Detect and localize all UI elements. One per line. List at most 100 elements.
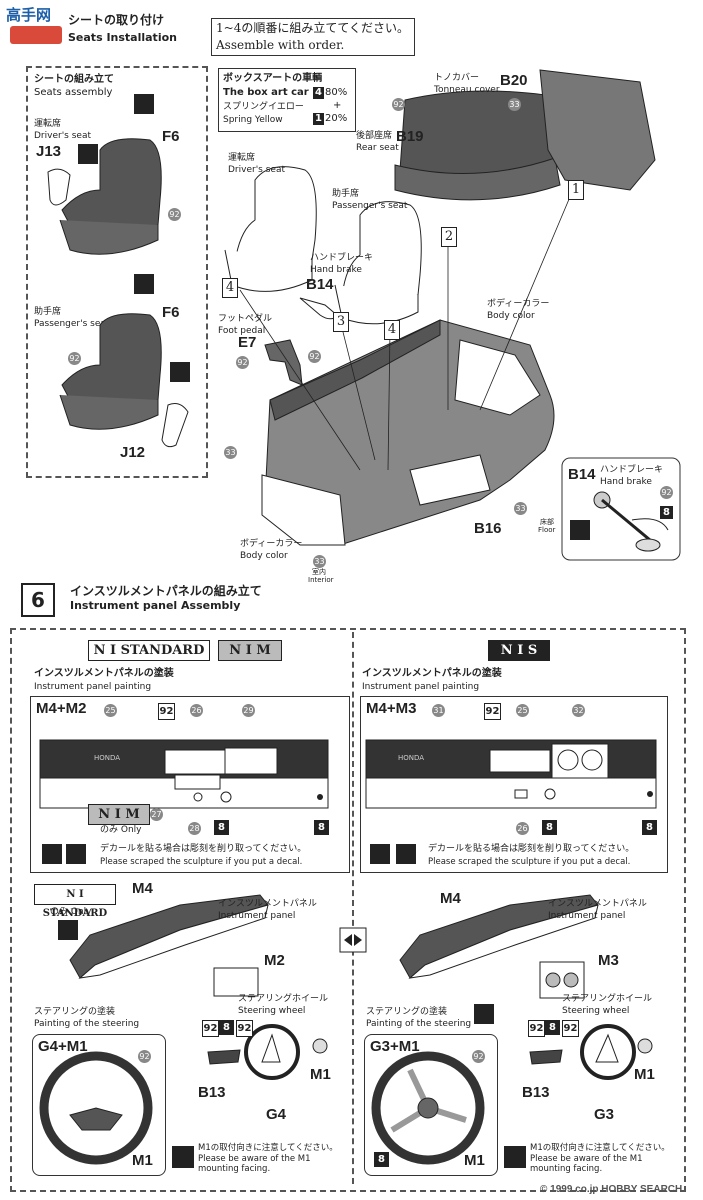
assemble-order-note: 1~4の順番に組み立ててください。 Assemble with order. (211, 18, 415, 56)
left-brand-text: HONDA (94, 754, 121, 762)
right-code-25: 25 (516, 704, 529, 717)
watermark-badge (10, 26, 62, 44)
right-wheel-label-jp: ステアリングホイール (562, 994, 653, 1004)
rear-seat-label-en: Rear seat (356, 143, 399, 153)
left-painting-en: Instrument panel painting (34, 682, 152, 692)
part-b14: B14 (306, 276, 334, 293)
only-en: Only (120, 825, 142, 835)
left-decal-note-en: Please scraped the sculpture if you put … (100, 857, 303, 867)
variant-badge-m-small: N I M (88, 804, 150, 825)
assemble-order-jp: 1~4の順番に組み立ててください。 (216, 21, 409, 35)
step-marker-2: 2 (441, 227, 457, 247)
part-m1-left-small: M1 (310, 1066, 331, 1083)
right-combo-label: M4+M3 (366, 700, 417, 717)
right-painting-jp: インスツルメントパネルの塗装 (362, 668, 502, 679)
body-color-label-jp: ボディーカラー (487, 299, 550, 309)
left-mount-92b: 92 (236, 1020, 253, 1037)
step6-number-box: 6 (21, 583, 55, 617)
cement-tube-icon (170, 362, 190, 382)
paint-brush-icon (134, 274, 154, 294)
right-m1-note-jp: M1の取付向きに注意してください。 (530, 1143, 670, 1153)
passenger-seat-label-jp: 助手席 (34, 307, 62, 317)
driver-seat-label-en: Driver's seat (34, 131, 91, 141)
part-b19: B19 (396, 128, 424, 145)
step-marker-1: 1 (568, 180, 584, 200)
right-code-26: 26 (516, 822, 529, 835)
mix-plus: + (333, 100, 342, 111)
step-marker-4-left: 4 (222, 278, 238, 298)
variant-badge-standard-small: N I STANDARD (34, 884, 116, 919)
left-combo-label: M4+M2 (36, 700, 87, 717)
body-color-bottom-jp: ボディーカラー (240, 539, 303, 549)
foot-pedal-label-jp: フットペダル (218, 314, 273, 324)
left-m1-note-jp: M1の取付向きに注意してください。 (198, 1143, 338, 1153)
seats-assembly-title-en: Seats assembly (34, 87, 113, 98)
part-b20: B20 (500, 72, 528, 89)
step5-title-jp: シートの取り付け (68, 13, 165, 27)
left-steering-paint-jp: ステアリングの塗装 (34, 1007, 116, 1017)
step5-title-en: Seats Installation (68, 31, 177, 44)
detail-hand-brake-en: Hand brake (600, 477, 652, 487)
detail-hand-brake-jp: ハンドブレーキ (600, 465, 664, 475)
only-jp: のみ (100, 825, 119, 835)
assemble-order-en: Assemble with order. (216, 38, 345, 52)
star-icon (42, 844, 62, 864)
part-j13: J13 (36, 143, 62, 160)
left-wheel-combo: G4+M1 (38, 1038, 88, 1055)
box-art-title-en: The box art car (223, 87, 309, 98)
left-wheel-label-en: Steering wheel (238, 1006, 306, 1016)
left-mount-8: 8 (219, 1020, 234, 1035)
left-panel-label-en: Instrument panel (218, 911, 296, 921)
right-code-32: 32 (572, 704, 585, 717)
hand-brake-label-jp: ハンドブレーキ (310, 253, 374, 263)
color-code-33: 33 (514, 502, 527, 515)
right-mount-92a: 92 (528, 1020, 545, 1037)
color-code-92: 92 (168, 208, 181, 221)
part-g4: G4 (266, 1106, 287, 1123)
left-code-27: 27 (150, 808, 163, 821)
passenger-seat-label-en: Passenger's seat (34, 319, 110, 329)
right-code-8b: 8 (642, 820, 657, 835)
right-code-92: 92 (484, 703, 501, 720)
variant-badge-standard: N I STANDARD (88, 640, 210, 661)
step6-title-jp: インスツルメントパネルの組み立て (70, 584, 262, 598)
body-color-bottom-en: Body color (240, 551, 288, 561)
part-b13-left: B13 (198, 1084, 226, 1101)
driver-seat-jp: 運転席 (228, 153, 256, 163)
right-m1-note-en: Please be aware of the M1 mounting facin… (530, 1154, 643, 1174)
box-art-color-box: ボックスアートの車輌 The box art car スプリングイエロー Spr… (218, 68, 356, 132)
box-art-color-jp: スプリングイエロー (223, 102, 304, 112)
part-m1-right-small: M1 (634, 1066, 655, 1083)
right-mount-92b: 92 (562, 1020, 579, 1037)
part-b13-right: B13 (522, 1084, 550, 1101)
right-decal-note-jp: デカールを貼る場合は彫刻を削り取ってください。 (428, 844, 635, 854)
right-code-8a: 8 (542, 820, 557, 835)
step6-panel (10, 628, 686, 1192)
color-code-33: 33 (508, 98, 521, 111)
standard-only-label: のみ Only (50, 906, 92, 918)
right-painting-en: Instrument panel painting (362, 682, 480, 692)
part-e7: E7 (238, 334, 257, 351)
left-steering-paint-box (32, 1034, 166, 1176)
color-code-92: 92 (660, 486, 673, 499)
left-steering-paint-en: Painting of the steering (34, 1019, 140, 1029)
color-code-8: 8 (660, 506, 673, 519)
caution-icon (504, 1146, 526, 1168)
seats-assembly-title-jp: シートの組み立て (34, 74, 114, 85)
floor-label-jp: 床部 (540, 518, 554, 526)
watermark-right-logo: 1999.co.jp (550, 1184, 599, 1195)
color-code-92: 92 (308, 350, 321, 363)
right-wheel-label-en: Steering wheel (562, 1006, 630, 1016)
hobby-search-watermark: © 1999.co.jp HOBBY SEARCH (540, 1184, 682, 1198)
part-m1-left-big: M1 (132, 1152, 153, 1169)
only-jp: のみ (50, 907, 69, 917)
right-mount-8: 8 (545, 1020, 560, 1035)
driver-seat-label-jp: 運転席 (34, 119, 62, 129)
box-art-title-jp: ボックスアートの車輌 (223, 73, 323, 84)
body-color-label-en: Body color (487, 311, 535, 321)
right-code-31: 31 (432, 704, 445, 717)
left-watermark-text: 高手网 (6, 6, 52, 24)
left-code-8b: 8 (314, 820, 329, 835)
part-m2: M2 (264, 952, 285, 969)
